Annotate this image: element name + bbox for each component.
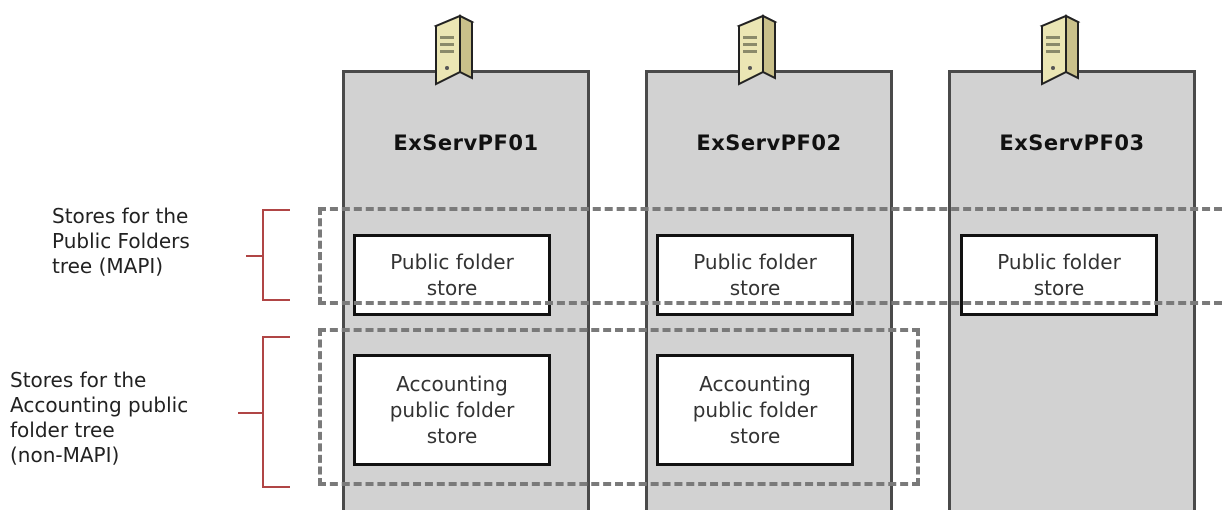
store-label: Public folder store xyxy=(997,250,1121,300)
accounting-bracket-tick xyxy=(238,412,264,414)
public-folders-bracket-tick xyxy=(246,255,264,257)
store-label: Public folder store xyxy=(693,250,817,300)
accounting-bracket xyxy=(262,336,290,488)
server-name: ExServPF02 xyxy=(696,131,842,155)
accounting-store-1: Accounting public folder store xyxy=(353,354,551,466)
accounting-group-outline xyxy=(318,328,920,486)
public-folders-group-label: Stores for the Public Folders tree (MAPI… xyxy=(52,204,190,278)
store-label: Accounting public folder store xyxy=(692,372,818,448)
accounting-store-2: Accounting public folder store xyxy=(656,354,854,466)
store-label: Public folder store xyxy=(390,250,514,300)
accounting-group-label: Stores for the Accounting public folder … xyxy=(10,368,189,467)
public-folders-bracket xyxy=(262,209,290,301)
server-name: ExServPF03 xyxy=(999,131,1145,155)
server-tower-icon xyxy=(433,14,475,86)
server-tower-icon xyxy=(1039,14,1081,86)
public-folders-group-outline xyxy=(318,207,1222,305)
server-name: ExServPF01 xyxy=(393,131,539,155)
server-tower-icon xyxy=(736,14,778,86)
store-label: Accounting public folder store xyxy=(389,372,515,448)
